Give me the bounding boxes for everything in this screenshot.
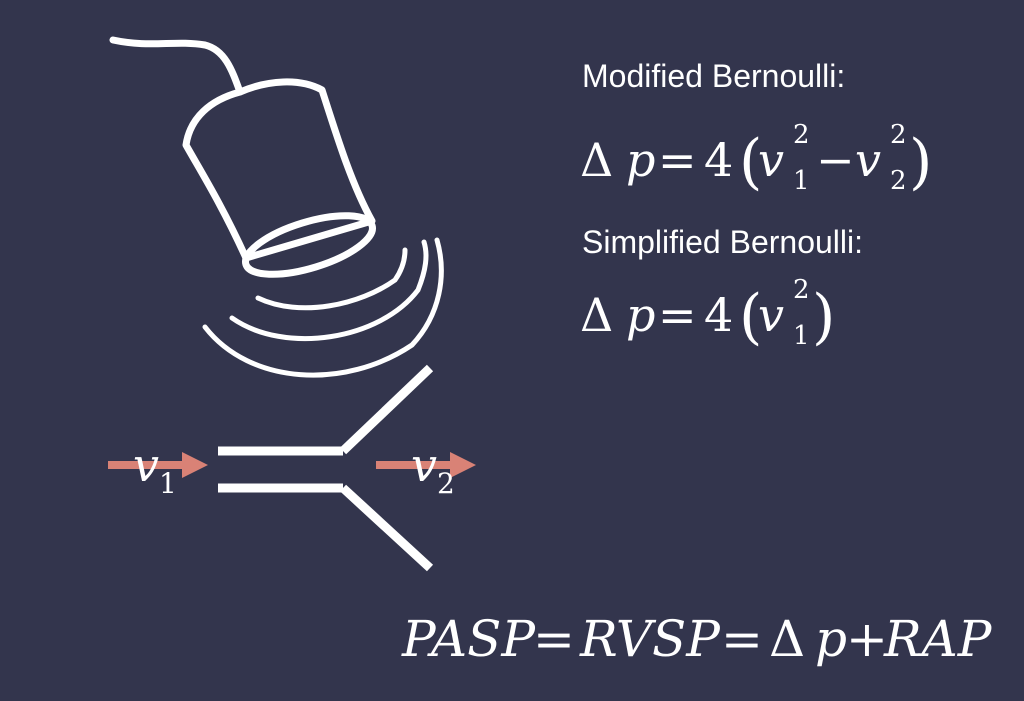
svg-text:(: ( [739,282,762,352]
svg-text:v: v [758,133,784,187]
svg-text:1: 1 [793,166,810,196]
svg-text:2: 2 [793,275,810,305]
formula-pasp: PASP = RVSP = Δ p + RAP [401,610,993,668]
svg-text:): ) [909,127,932,197]
ultrasound-probe-icon [109,36,376,278]
svg-text:(: ( [739,127,762,197]
svg-text:Δ: Δ [580,133,613,187]
svg-text:Δ: Δ [769,610,805,668]
svg-text:=: = [721,610,763,668]
svg-text:+: + [846,610,888,668]
ultrasound-wave-icon [202,237,444,378]
heading-simplified-bernoulli: Simplified Bernoulli: [582,224,863,260]
svg-text:PASP: PASP [401,610,536,668]
svg-text:=: = [658,133,697,187]
svg-text:p: p [626,133,655,187]
svg-text:): ) [812,282,835,352]
vessel-flare-bottom [339,484,434,572]
svg-text:p: p [815,610,847,668]
svg-text:RAP: RAP [883,610,993,668]
svg-text:p: p [626,288,655,342]
wave-1 [255,247,408,311]
svg-text:v: v [855,133,881,187]
wave-3 [202,237,444,378]
velocity-v2-label: v2 [411,438,455,500]
wave-2 [229,239,429,342]
svg-text:4: 4 [704,133,733,187]
svg-text:2: 2 [793,120,810,150]
probe-body [182,78,376,262]
heading-modified-bernoulli: Modified Bernoulli: [582,58,845,94]
probe-cable [109,36,244,96]
probe-face [242,212,376,278]
svg-text:=: = [658,288,697,342]
svg-text:RVSP: RVSP [579,610,721,668]
svg-text:=: = [533,610,575,668]
vessel [218,364,434,572]
flow-arrow-1 [108,452,208,478]
velocity-v1-label: v1 [133,438,177,500]
formula-simplified-bernoulli: Δ p = 4 ( v 2 1 ) [580,275,835,352]
svg-text:4: 4 [704,288,733,342]
svg-text:−: − [816,133,855,187]
svg-text:v: v [758,288,784,342]
svg-text:1: 1 [793,321,810,351]
formula-modified-bernoulli: Δ p = 4 ( v 2 1 − v 2 2 ) [580,120,932,197]
svg-text:2: 2 [890,166,907,196]
vessel-flare-top [339,364,434,455]
svg-text:Δ: Δ [580,288,613,342]
svg-text:2: 2 [890,120,907,150]
flow-arrow-2 [376,452,476,478]
